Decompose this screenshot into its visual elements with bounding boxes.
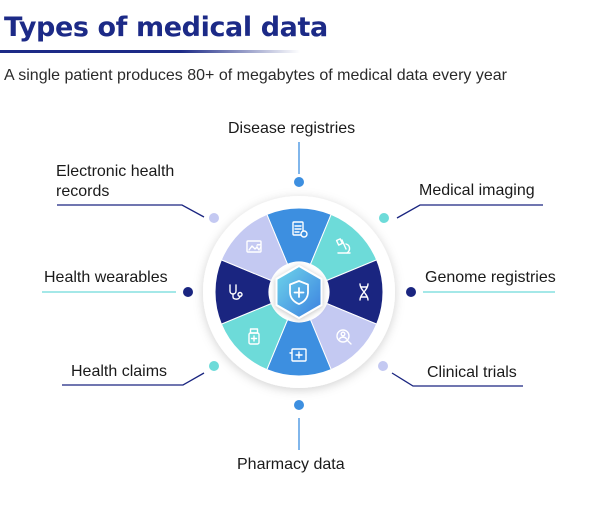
- connector-clinical-trials: [391, 372, 523, 387]
- clipboard-icon: [292, 221, 308, 238]
- sector-icons: [229, 221, 369, 362]
- connector-electronic-health-records: [57, 204, 205, 218]
- label-genome-registries: Genome registries: [425, 269, 556, 286]
- label-electronic-health-records: Electronic health records: [56, 162, 174, 202]
- dot-genome-registries: [406, 287, 416, 297]
- connector-medical-imaging: [396, 204, 543, 219]
- stethoscope-icon: [229, 284, 243, 300]
- shield-plus-icon: [289, 280, 309, 305]
- label-pharmacy-data: Pharmacy data: [237, 456, 345, 473]
- dot-health-wearables: [183, 287, 193, 297]
- medicine-bottle-icon: [248, 328, 260, 345]
- dna-icon: [359, 283, 369, 301]
- label-health-wearables: Health wearables: [44, 269, 168, 286]
- connectors: [42, 142, 555, 450]
- dot-pharmacy-data: [294, 400, 304, 410]
- dot-electronic-health-records: [209, 213, 219, 223]
- page-subtitle: A single patient produces 80+ of megabyt…: [4, 67, 507, 84]
- label-clinical-trials: Clinical trials: [427, 364, 517, 381]
- label-health-claims: Health claims: [71, 363, 168, 380]
- person-search-icon: [336, 329, 352, 345]
- connector-health-claims: [62, 372, 205, 386]
- label-line: records: [56, 183, 110, 200]
- title-underline: [0, 50, 300, 53]
- page-title: Types of medical data: [4, 12, 328, 43]
- dot-health-claims: [209, 361, 219, 371]
- label-line: Electronic health: [56, 163, 175, 180]
- dot-clinical-trials: [378, 361, 388, 371]
- pharmacy-icon: [289, 348, 307, 362]
- label-disease-registries: Disease registries: [228, 120, 356, 137]
- dot-disease-registries: [294, 177, 304, 187]
- ehr-image-icon: [246, 240, 262, 253]
- connector-dots: [183, 177, 416, 410]
- microscope-icon: [335, 238, 351, 254]
- label-medical-imaging: Medical imaging: [419, 182, 535, 199]
- dot-medical-imaging: [379, 213, 389, 223]
